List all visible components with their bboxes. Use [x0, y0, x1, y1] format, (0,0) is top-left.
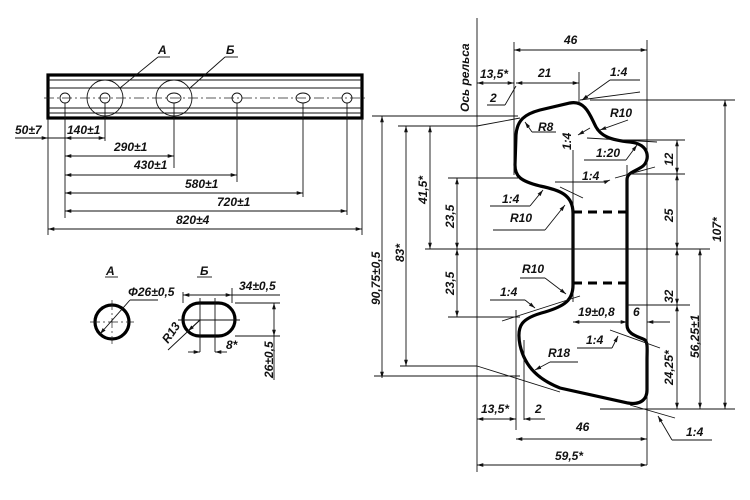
dim-56-25: 56,25±1 [688, 314, 702, 358]
slope-top: 1:4 [610, 65, 628, 79]
hole-a-label: А [105, 264, 115, 278]
dim-6: 6 [633, 305, 640, 319]
dim-12: 12 [662, 152, 676, 166]
hole-b-width: 34±0,5 [239, 279, 276, 293]
dim-bottom-2: 2 [534, 402, 542, 416]
dim-32: 32 [662, 289, 676, 303]
dim-25: 25 [662, 208, 676, 223]
bar-outline [46, 73, 364, 120]
dim-24-25: 24,25* [662, 349, 676, 386]
r8: R8 [538, 120, 554, 134]
dim-580: 580±1 [185, 177, 219, 191]
r18: R18 [548, 346, 570, 360]
rail-profile: Ось рельса 46 13,5* 21 2 1:4 R10 R8 1:4 … [369, 18, 735, 472]
dim-23-5-top: 23,5 [443, 204, 457, 229]
hole-b-height: 26±0,5 [262, 341, 276, 379]
dim-bottom-59-5: 59,5* [555, 449, 584, 463]
slope-1-20: 1:20 [596, 146, 620, 160]
dim-top-2: 2 [489, 91, 497, 105]
dim-430: 430±1 [133, 158, 168, 172]
callout-b-label: Б [226, 43, 235, 57]
hole-a-diameter: Φ26±0,5 [128, 285, 175, 299]
bar-view: А Б 50±7 140±1 290±1 430±1 580±1 720±1 8… [15, 43, 366, 235]
dim-23-5-bottom: 23,5 [443, 271, 457, 296]
dim-83: 83* [393, 243, 407, 262]
dim-140: 140±1 [67, 123, 101, 137]
hole-b-detail: Б 34±0,5 R13 8* 26±0,5 [159, 264, 280, 380]
dim-50: 50±7 [15, 123, 43, 137]
hole-b-label: Б [200, 264, 209, 278]
callout-a-label: А [157, 43, 167, 57]
dim-bottom-13-5: 13,5* [481, 402, 510, 416]
slope-vertical: 1:4 [560, 132, 574, 150]
r10-base: R10 [522, 262, 544, 276]
hole-b-offset: 8* [226, 338, 239, 352]
dim-107: 107* [710, 216, 724, 242]
dim-bottom-46: 46 [575, 420, 590, 434]
dim-290: 290±1 [113, 140, 148, 154]
slope-bottom: 1:4 [686, 425, 704, 439]
dim-720: 720±1 [217, 195, 251, 209]
r10-left-head: R10 [510, 211, 532, 225]
dim-820: 820±4 [176, 213, 210, 227]
rail-axis-label: Ось рельса [458, 43, 472, 112]
dim-top-13-5: 13,5* [480, 67, 509, 81]
slope-base-right: 1:4 [586, 333, 604, 347]
dim-90-75: 90,75±0,5 [369, 251, 383, 305]
hole-b-radius: R13 [159, 319, 183, 345]
hole-a-detail: А Φ26±0,5 [90, 264, 175, 344]
slope-head-under: 1:4 [582, 169, 600, 183]
dim-41-5: 41,5* [416, 175, 430, 205]
dim-19: 19±0,8 [578, 305, 615, 319]
r10-head: R10 [610, 106, 632, 120]
slope-base-left: 1:4 [500, 285, 518, 299]
dim-top-46: 46 [563, 33, 578, 47]
dim-top-21: 21 [537, 66, 552, 80]
slope-left-head: 1:4 [502, 192, 520, 206]
